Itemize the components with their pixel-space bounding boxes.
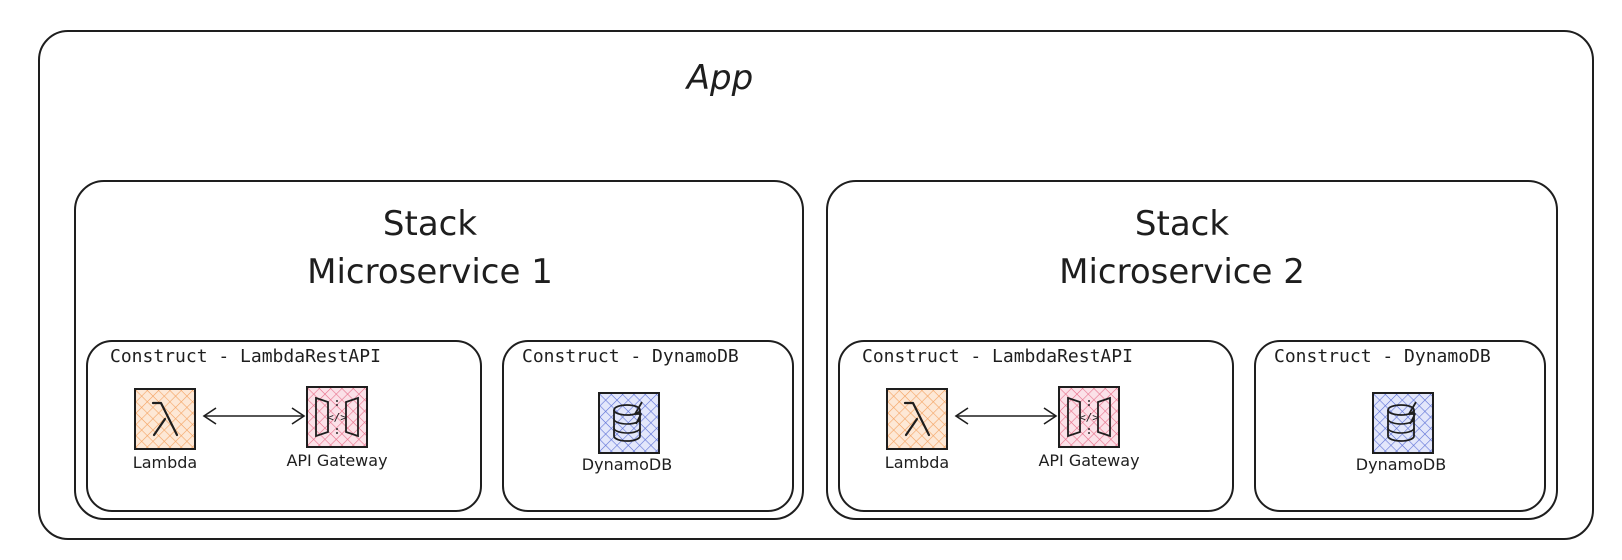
construct-label: Construct - LambdaRestAPI: [862, 346, 1133, 367]
lambda-label: Lambda: [132, 453, 198, 472]
bidirectional-arrow: [954, 407, 1058, 425]
stack-title-line1: Stack: [1134, 204, 1230, 244]
stack-title-line1: Stack: [382, 204, 478, 244]
dynamodb-label: DynamoDB: [1355, 455, 1447, 474]
svg-text:</>: </>: [327, 411, 347, 424]
svg-text:</>: </>: [1079, 411, 1099, 424]
dynamodb-icon: [598, 392, 660, 454]
bidirectional-arrow: [202, 407, 306, 425]
lambda-icon: [134, 388, 196, 450]
stack-title-2: Stack Microservice 2: [982, 200, 1382, 296]
stack-title-line2: Microservice 1: [307, 252, 553, 292]
stack-title-line2: Microservice 2: [1059, 252, 1305, 292]
api-gateway-label: API Gateway: [1038, 451, 1140, 470]
construct-label: Construct - LambdaRestAPI: [110, 346, 381, 367]
construct-label: Construct - DynamoDB: [1274, 346, 1491, 367]
dynamodb-label: DynamoDB: [581, 455, 673, 474]
dynamodb-icon: [1372, 392, 1434, 454]
stack-title-1: Stack Microservice 1: [230, 200, 630, 296]
lambda-icon: [886, 388, 948, 450]
app-title: App: [686, 58, 754, 98]
api-gateway-icon: </>: [1058, 386, 1120, 448]
lambda-label: Lambda: [884, 453, 950, 472]
construct-label: Construct - DynamoDB: [522, 346, 739, 367]
api-gateway-label: API Gateway: [286, 451, 388, 470]
api-gateway-icon: </>: [306, 386, 368, 448]
